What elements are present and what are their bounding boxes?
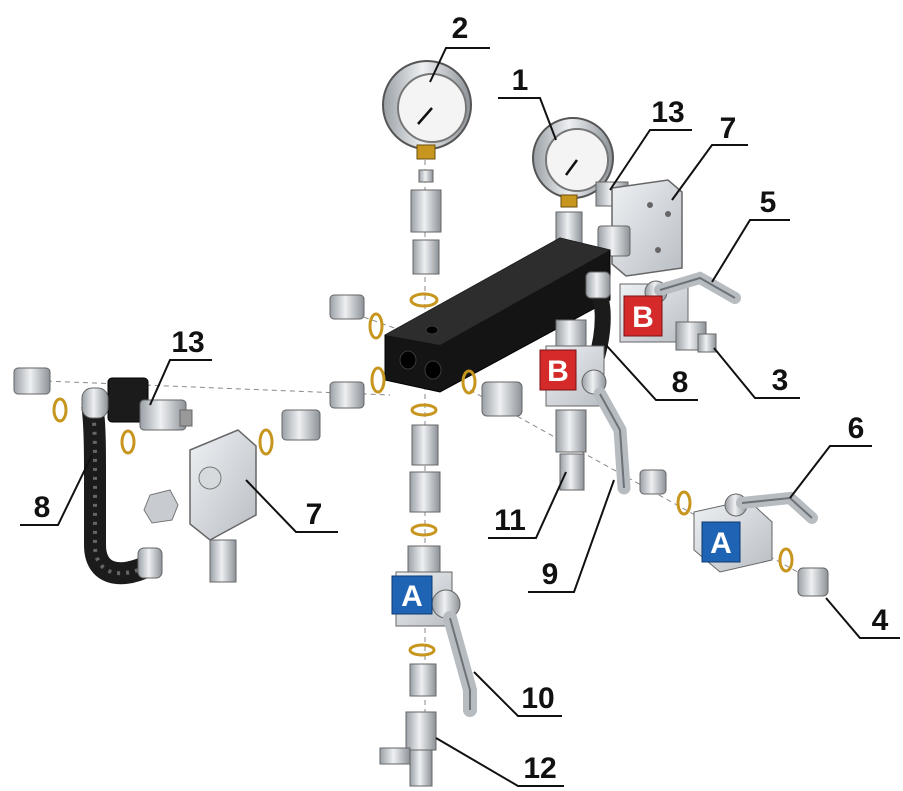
right-port-fittings <box>461 369 829 597</box>
svg-text:10: 10 <box>521 682 554 715</box>
manifold-block <box>384 237 611 393</box>
callout-7-left: 7 <box>245 479 338 533</box>
svg-text:7: 7 <box>720 112 737 145</box>
callout-1: 1 <box>498 64 557 141</box>
callout-4: 4 <box>825 597 900 639</box>
svg-text:2: 2 <box>452 12 469 45</box>
side-fitting-top-right <box>597 225 631 257</box>
svg-text:12: 12 <box>523 752 556 785</box>
svg-text:13: 13 <box>171 326 204 359</box>
callout-8-center: 8 <box>605 344 698 401</box>
callout-11: 11 <box>488 471 567 539</box>
svg-text:A: A <box>710 527 732 560</box>
pressure-sensor-left <box>107 377 193 431</box>
callout-12: 12 <box>435 737 564 787</box>
pressure-gauge-right <box>532 117 614 251</box>
callout-3: 3 <box>713 347 800 399</box>
callout-13-left: 13 <box>149 326 212 406</box>
svg-text:1: 1 <box>512 64 529 97</box>
svg-text:11: 11 <box>494 504 526 537</box>
valve-tag-a-lower: A <box>391 575 433 615</box>
hose-assembly-left <box>13 367 163 585</box>
svg-text:9: 9 <box>542 558 559 591</box>
svg-text:8: 8 <box>672 366 689 399</box>
valve-tag-a-right: A <box>701 521 741 563</box>
svg-text:4: 4 <box>872 604 889 637</box>
bottom-fittings <box>379 643 437 787</box>
callout-9: 9 <box>528 479 615 593</box>
callout-6: 6 <box>789 412 872 499</box>
callout-13-right: 13 <box>609 96 692 191</box>
left-port-fittings <box>258 294 386 456</box>
callout-2: 2 <box>429 12 490 83</box>
svg-text:13: 13 <box>651 96 684 129</box>
svg-text:5: 5 <box>760 186 777 219</box>
callout-7-right: 7 <box>671 112 748 201</box>
callout-5: 5 <box>711 186 790 283</box>
svg-text:6: 6 <box>848 412 865 445</box>
callout-10: 10 <box>473 671 562 717</box>
svg-text:8: 8 <box>34 491 51 524</box>
svg-text:A: A <box>401 580 423 613</box>
valve-tag-b-center: B <box>539 349 577 391</box>
pressure-gauge-top <box>382 60 472 308</box>
valve-tag-b-right: B <box>623 295 663 337</box>
svg-text:3: 3 <box>772 364 789 397</box>
ball-valve-center <box>545 319 631 495</box>
lower-vertical-fittings <box>407 403 441 587</box>
valve-block-left <box>143 429 257 583</box>
svg-text:B: B <box>547 355 569 388</box>
svg-text:7: 7 <box>306 498 323 531</box>
svg-text:B: B <box>632 301 654 334</box>
callout-8-left: 8 <box>20 454 93 526</box>
